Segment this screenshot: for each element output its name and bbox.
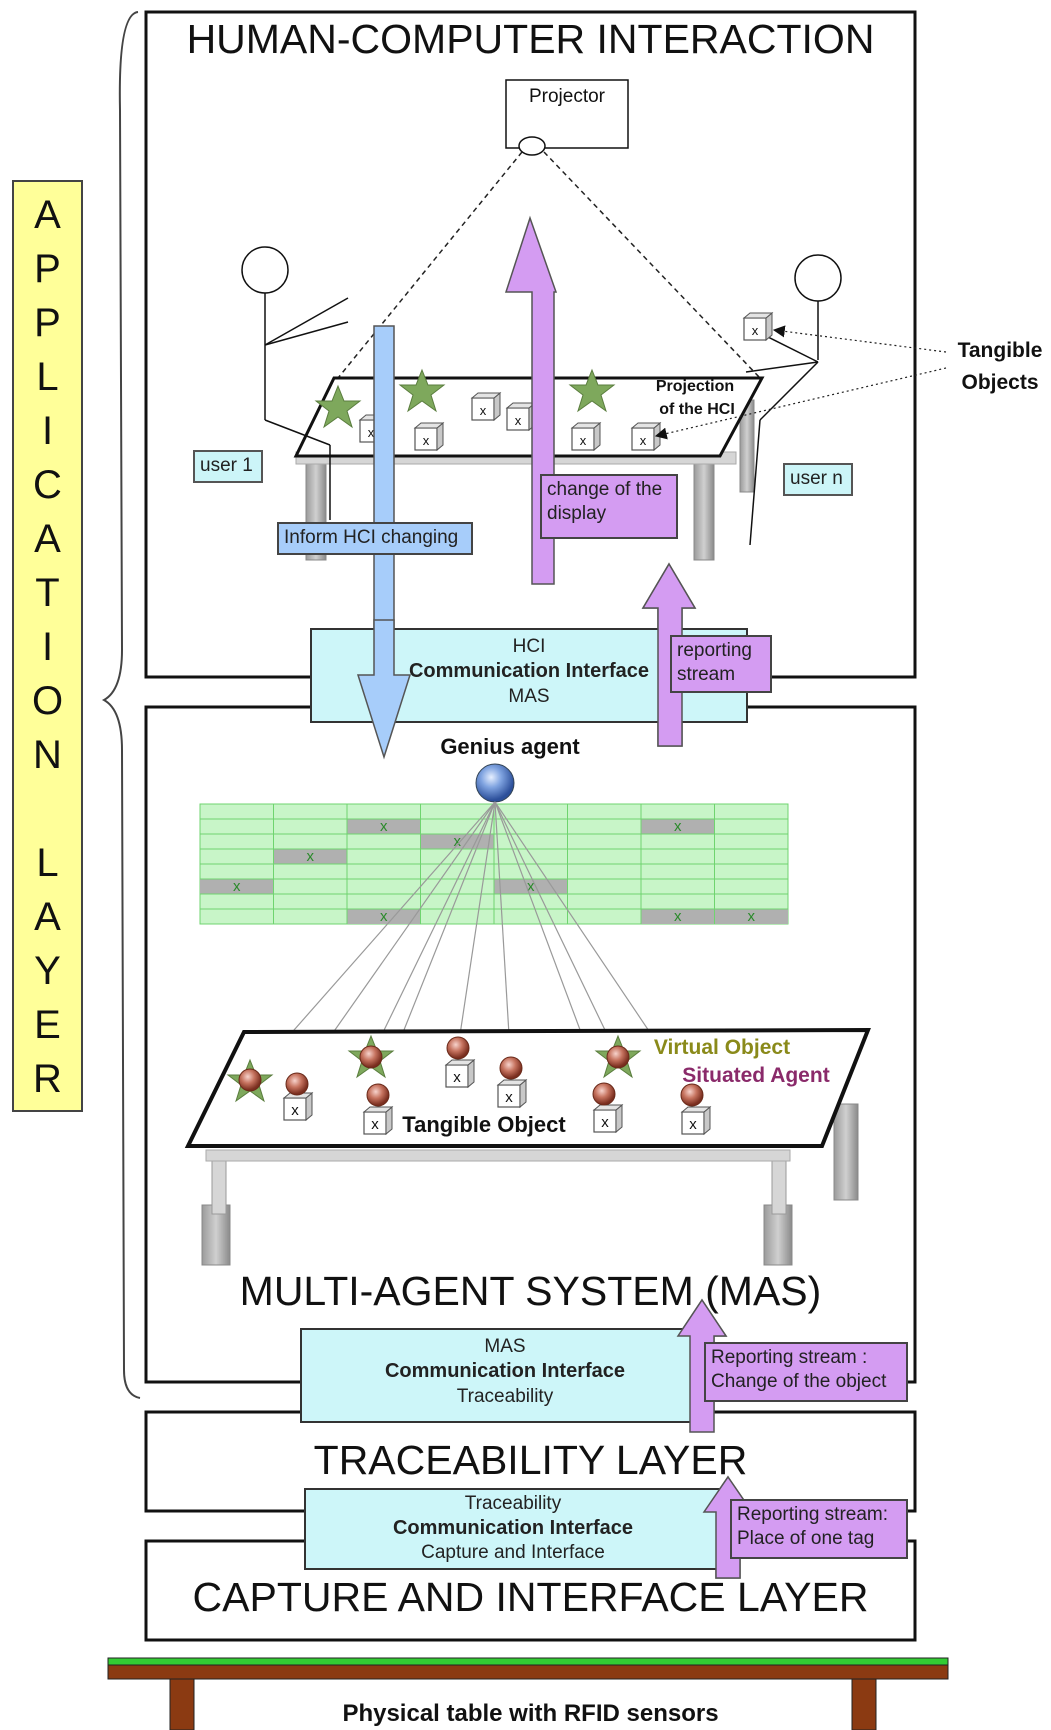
cube-mark: x	[515, 413, 522, 428]
genius-agent-label: Genius agent	[440, 734, 580, 759]
application-layer-letter: A	[34, 517, 61, 561]
projection-label-2: of the HCI	[659, 401, 735, 418]
traceability-communication-interface: Traceability Communication Interface Cap…	[304, 1488, 722, 1570]
application-layer-letter: A	[34, 193, 61, 237]
cube-mark: x	[453, 1069, 461, 1086]
grid-occupied-cell	[714, 909, 788, 924]
tangible-object-label: Tangible Object	[402, 1112, 566, 1137]
usern-figure	[745, 254, 842, 546]
cube-mark: x	[640, 433, 647, 448]
cube-mark: x	[423, 433, 430, 448]
genius-agent-ball	[475, 763, 515, 803]
grid-mark: x	[527, 878, 535, 895]
projector-label: Projector	[529, 86, 606, 107]
grid-occupied-cell	[273, 849, 347, 864]
projector-lens	[518, 136, 546, 156]
physical-table-green	[107, 1657, 949, 1666]
grid-mark: x	[233, 878, 241, 895]
mas-communication-interface: MAS Communication Interface Traceability	[300, 1328, 710, 1423]
application-layer-letter: L	[36, 841, 59, 885]
agent-grid: x x x x x x x x x	[199, 803, 789, 925]
genius-link-line	[494, 801, 512, 1069]
virtual-object-label: Virtual Object	[654, 1036, 790, 1059]
grid-occupied-cell	[420, 834, 494, 849]
situated-agents	[238, 1036, 704, 1107]
cube-mark: x	[580, 433, 587, 448]
situated-agent-label: Situated Agent	[682, 1064, 829, 1087]
application-layer-letter: L	[36, 355, 59, 399]
cube-mark: x	[752, 323, 759, 338]
genius-link-line	[457, 801, 496, 1049]
user1-figure	[241, 246, 349, 520]
tangible-objects-label-1: Tangible	[958, 339, 1043, 362]
usern-label: user n	[783, 463, 853, 496]
reporting-tag-label: Reporting stream:Place of one tag	[730, 1499, 908, 1559]
application-layer-letter: Y	[34, 949, 61, 993]
capture-title: CAPTURE AND INTERFACE LAYER	[192, 1574, 869, 1620]
reporting-object-label: Reporting stream :Change of the object	[704, 1342, 908, 1402]
physical-table-leg-right	[851, 1678, 877, 1730]
projection-label-1: Projection	[656, 378, 734, 395]
physical-table-top	[107, 1664, 949, 1680]
application-layer-letter: I	[41, 409, 54, 453]
grid-mark: x	[674, 908, 682, 925]
application-layer-letter: T	[35, 571, 60, 615]
user1-label: user 1	[193, 450, 263, 483]
cube-mark: x	[371, 1116, 379, 1133]
cube-mark: x	[505, 1089, 513, 1106]
hci-title: HUMAN-COMPUTER INTERACTION	[186, 16, 875, 62]
cube-mark: x	[291, 1102, 299, 1119]
mas-title: MULTI-AGENT SYSTEM (MAS)	[239, 1268, 822, 1314]
physical-table-leg-left	[169, 1678, 195, 1730]
grid-occupied-cell	[347, 819, 421, 834]
grid-occupied-cell	[641, 819, 715, 834]
application-layer-letter: C	[33, 463, 62, 507]
grid-mark: x	[454, 833, 462, 850]
application-layer-letter: N	[33, 733, 62, 777]
application-layer-letter: R	[33, 1057, 62, 1101]
genius-link-line	[494, 801, 619, 1058]
cube-mark: x	[601, 1114, 609, 1131]
grid-mark: x	[674, 818, 682, 835]
grid-mark: x	[380, 908, 388, 925]
grid-mark: x	[307, 848, 315, 865]
physical-table-label: Physical table with RFID sensors	[342, 1700, 719, 1727]
grid-mark: x	[748, 908, 756, 925]
genius-link-line	[370, 801, 496, 1058]
application-layer-letter: P	[34, 301, 61, 345]
application-layer-letter: P	[34, 247, 61, 291]
application-layer-letter: A	[34, 895, 61, 939]
projector-box	[505, 79, 629, 149]
application-layer-letter: O	[31, 679, 64, 723]
application-layer-letter: E	[34, 1003, 61, 1047]
grid-occupied-cell	[347, 909, 421, 924]
traceability-title: TRACEABILITY LAYER	[313, 1437, 748, 1483]
grid-mark: x	[380, 818, 388, 835]
cube-mark: x	[480, 403, 487, 418]
cube-mark: x	[689, 1116, 697, 1133]
application-brace	[101, 11, 141, 1399]
cube-mark: x	[368, 425, 375, 440]
grid-occupied-cell	[200, 879, 274, 894]
grid-occupied-cell	[641, 909, 715, 924]
tangible-objects-label-2: Objects	[961, 371, 1038, 394]
application-layer-letter: I	[41, 625, 54, 669]
inform-hci-label: Inform HCI changing	[277, 522, 473, 555]
